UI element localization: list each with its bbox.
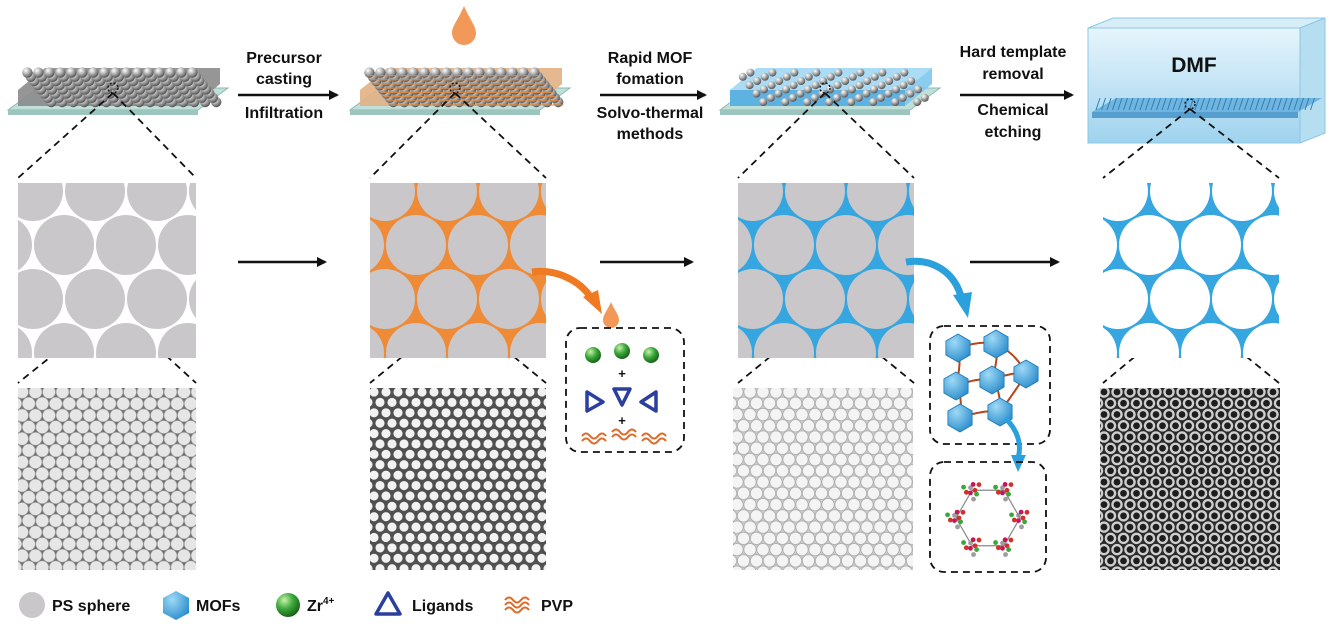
step-1-line3: Infiltration [245, 105, 323, 122]
mof-icon [943, 371, 969, 401]
step-3-line1: Hard template [960, 44, 1067, 61]
zr-ion-icon [585, 347, 601, 363]
legend-pvp: PVP [541, 598, 573, 615]
pvp-icon [581, 428, 667, 445]
step-2-line4: methods [617, 126, 684, 143]
mof-icon [1013, 359, 1039, 389]
mof-atomic-structure [945, 481, 1030, 557]
mof-icon [983, 329, 1009, 359]
mof-film-in-dmf [1092, 97, 1322, 118]
zr-ion-icon [643, 347, 659, 363]
zr-ion-icon [614, 343, 630, 359]
precursor-infiltrated-film [348, 67, 572, 115]
step-2-arrow: Rapid MOF fomation Solvo-thermal methods [597, 50, 707, 143]
step-1-line2: casting [256, 71, 312, 88]
ligand-icon [585, 390, 605, 413]
precursor-cell-view [370, 183, 546, 358]
step-2-line3: Solvo-thermal [597, 105, 704, 122]
mof-icon [163, 591, 189, 620]
ps-sphere-icon [19, 592, 45, 618]
plus-sign: + [618, 366, 626, 381]
sem-image-ps-opal [18, 388, 196, 570]
step-3-line3: Chemical [977, 102, 1048, 119]
precursor-drop-small-icon [603, 302, 619, 328]
mof-icon [979, 365, 1005, 395]
step-2-line2: fomation [616, 71, 684, 88]
sem-image-inverse-opal [1100, 388, 1280, 570]
legend-zr: Zr4+ [307, 596, 335, 615]
step-3-line2: removal [982, 66, 1043, 83]
step-1-line1: Precursor [246, 50, 322, 67]
pvp-icon [504, 596, 530, 614]
precursor-drop-icon [452, 6, 476, 45]
legend-ligands: Ligands [412, 598, 473, 615]
ligand-icon [374, 591, 402, 616]
sem-image-mof-composite [733, 388, 913, 570]
mof-filled-film [718, 68, 942, 115]
step-1-arrow: Precursor casting Infiltration [238, 50, 339, 122]
step-3-arrow: Hard template removal Chemical etching [960, 44, 1074, 141]
ligand-icon [639, 390, 658, 413]
mof-icon [947, 403, 973, 433]
plus-sign: + [618, 413, 626, 428]
dmf-label: DMF [1171, 54, 1217, 77]
legend-ps-sphere: PS sphere [52, 598, 130, 615]
sem-image-infiltrated [370, 388, 546, 570]
step-3-line4: etching [985, 124, 1042, 141]
precursor-reagents-inset: + + [531, 267, 685, 453]
legend-mofs: MOFs [196, 598, 241, 615]
mof-crystal-inset [905, 257, 1051, 573]
ps-opal-film [6, 67, 230, 115]
zr-ion-icon [276, 593, 300, 617]
mof-icon [945, 333, 971, 363]
ps-sphere-cell-view [18, 183, 196, 358]
mof-cell-view [738, 183, 914, 358]
ligand-icon [612, 387, 632, 407]
inverse-opal-cell-view [1103, 183, 1279, 358]
dmf-bath: DMF [1087, 17, 1326, 144]
legend: PS sphere MOFs Zr4+ Ligands PVP [19, 591, 573, 620]
step-2-line1: Rapid MOF [608, 50, 693, 67]
